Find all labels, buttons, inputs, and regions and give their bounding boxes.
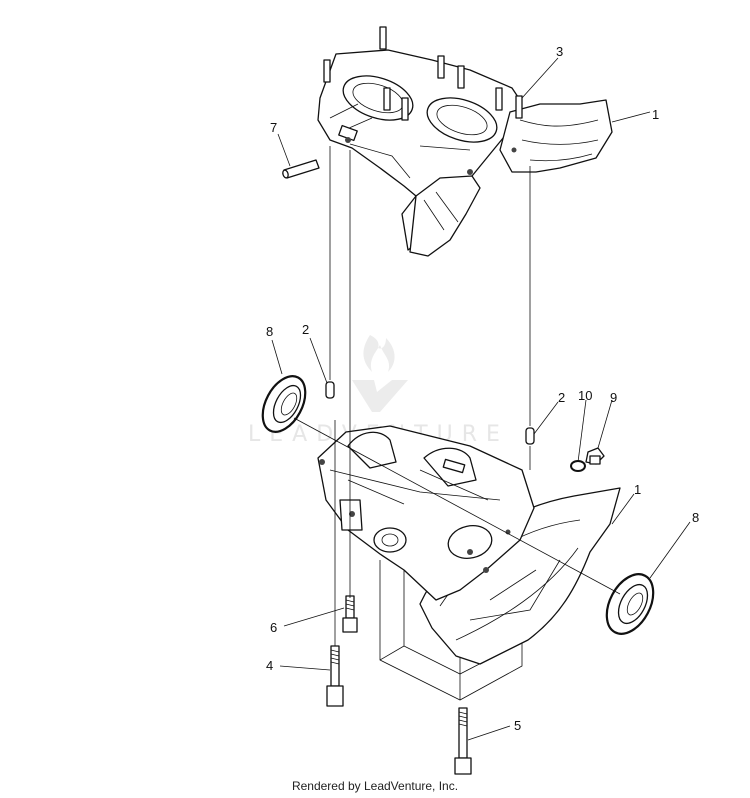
callout-pin-2-left: 2 [302,322,309,337]
upper-crankcase [317,26,613,257]
lower-crankcase [317,425,621,701]
drain-plug-9 [585,447,605,465]
washer-10 [570,460,586,472]
locating-pin-2-left [325,381,335,399]
bolt-4 [326,645,344,707]
oil-seal-8-right [605,573,655,635]
locating-pin-2-right [525,427,535,445]
leader-lines [271,57,691,741]
callout-dowel-7: 7 [270,120,277,135]
callout-bolt-6: 6 [270,620,277,635]
callout-lower-crankcase-1: 1 [634,482,641,497]
callout-bolt-4: 4 [266,658,273,673]
bolt-5 [454,707,472,775]
callout-seal-8-left: 8 [266,324,273,339]
callout-plug-9: 9 [610,390,617,405]
callout-bolt-5: 5 [514,718,521,733]
callout-washer-10: 10 [578,388,592,403]
render-credit: Rendered by LeadVenture, Inc. [291,779,459,793]
callout-labels: 1 3 7 8 2 2 10 9 1 8 6 4 5 [266,44,699,733]
callout-upper-crankcase-1: 1 [652,107,659,122]
dowel-pin-7 [282,159,320,179]
bolt-6 [342,595,358,633]
callout-pin-2-right: 2 [558,390,565,405]
callout-seal-8-right: 8 [692,510,699,525]
callout-stud-3: 3 [556,44,563,59]
assembly-lines [293,146,621,646]
cylinder-studs [323,26,523,121]
